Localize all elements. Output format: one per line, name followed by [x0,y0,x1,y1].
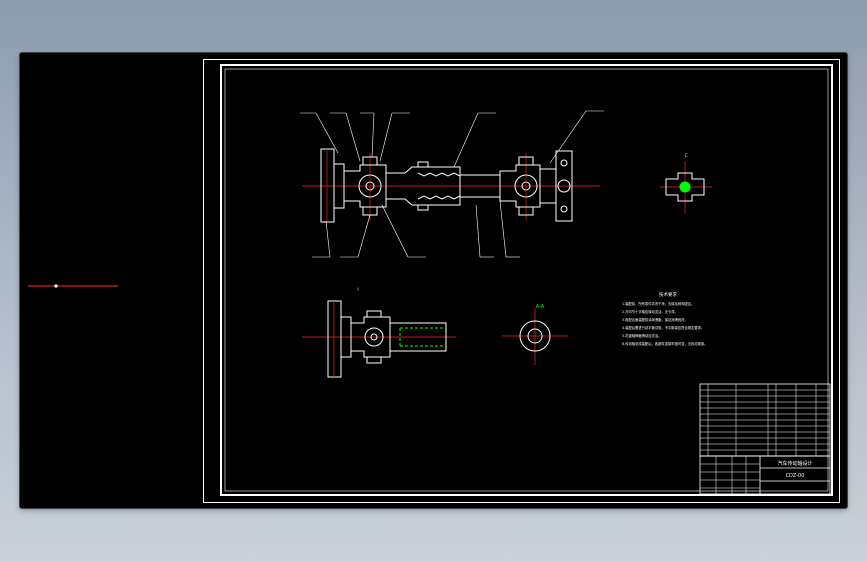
tech-req-heading: 技术要求 [659,291,677,298]
tech-req-line: 2.万向节十字轴应转动灵活，无卡滞。 [622,309,678,314]
drawing-name: 汽车传动轴设计 [777,460,812,467]
ring-section-view[interactable] [502,308,568,365]
tech-req-line: 6.传动轴总成装配后，各部件连接牢固可靠，无松动现象。 [622,341,708,346]
section-view-assembly[interactable] [302,300,456,378]
tech-req-line: 1.装配前，所有零件清洗干净，去除毛刺和锐边。 [622,301,694,306]
cross-shaft-view[interactable] [660,161,712,213]
technical-requirements: 技术要求 1.装配前，所有零件清洗干净，去除毛刺和锐边。 2.万向节十字轴应转动… [622,291,708,346]
sheet-outer-border [203,59,840,503]
title-block[interactable] [699,383,831,495]
tech-req-line: 4.装配后需进行动平衡试验，不平衡量应符合规定要求。 [622,325,704,330]
drive-shaft-assembly-view[interactable] [300,110,604,258]
cross-view-label: C [685,153,688,158]
parts-list [700,384,830,456]
section-view-label: I [357,287,358,292]
drawing-number: CDZ-00 [786,473,805,479]
tech-req-line: 3.各配合面装配前涂润滑脂，保证润滑良好。 [622,317,688,322]
cad-model-space[interactable]: C I A-A 技术要求 1.装配前 [20,53,847,508]
sheet-inner-border [220,64,833,496]
stray-line[interactable] [28,284,118,288]
sheet-inner-border-2 [224,68,829,492]
ring-section-label: A-A [536,304,545,310]
cad-drawing-canvas[interactable]: C I A-A 技术要求 1.装配前 [20,53,847,508]
tech-req-line: 5.花键轴伸缩滑动应灵活。 [622,333,661,338]
